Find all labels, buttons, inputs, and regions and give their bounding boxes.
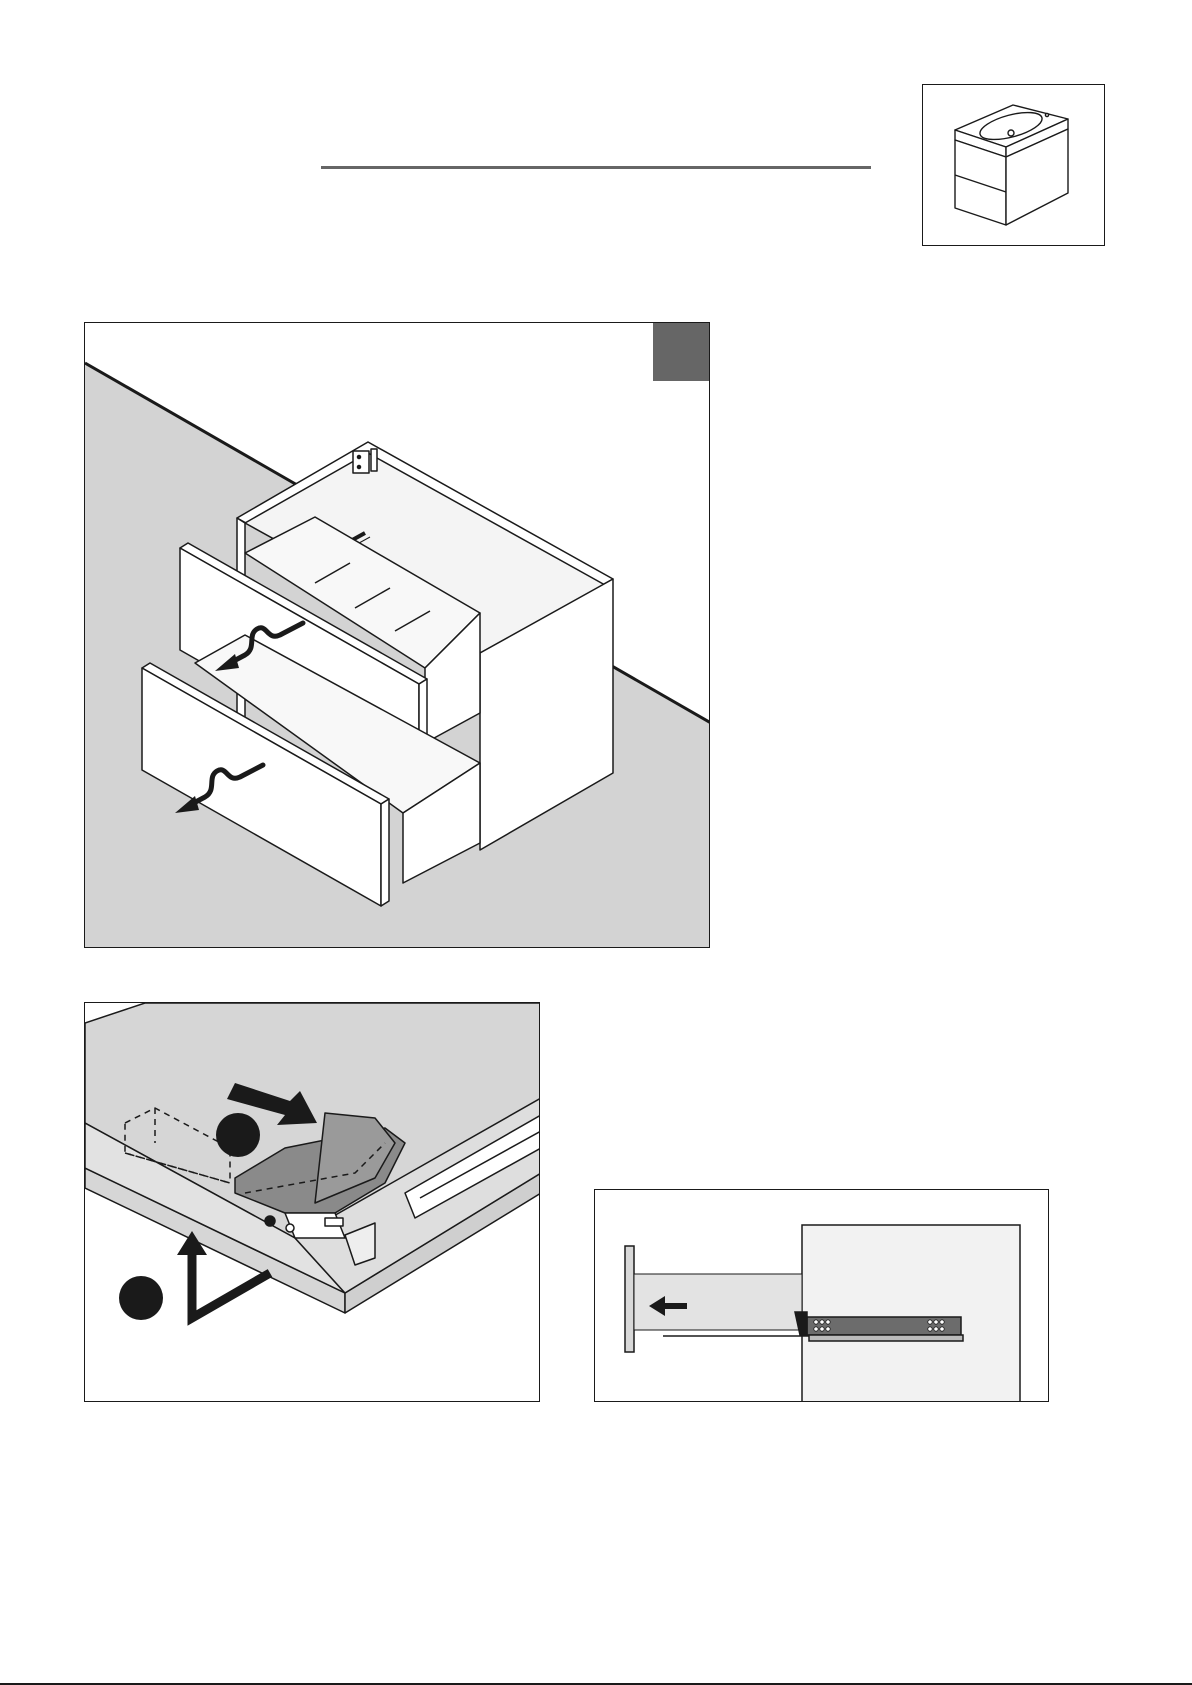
- main-illustration-panel: [84, 322, 710, 948]
- step-number-badge: [653, 323, 710, 381]
- vanity-unit-icon: [923, 85, 1106, 247]
- drawer-release-clip-detail: [85, 1003, 540, 1402]
- cabinet-side-wall: [802, 1225, 1020, 1402]
- product-thumbnail: [922, 84, 1105, 246]
- callout-1: [216, 1113, 260, 1157]
- drawer-slide-rail-detail: [595, 1190, 1049, 1402]
- drawer-front-edge: [625, 1246, 634, 1352]
- slide-rail: [807, 1317, 961, 1335]
- floor-surface: [85, 363, 710, 948]
- callout-2: [119, 1276, 163, 1320]
- remove-drawers-illustration: [85, 323, 710, 948]
- rail-detail-panel: [594, 1189, 1049, 1402]
- release-clip-detail-panel: [84, 1002, 540, 1402]
- title-rule: [321, 166, 871, 169]
